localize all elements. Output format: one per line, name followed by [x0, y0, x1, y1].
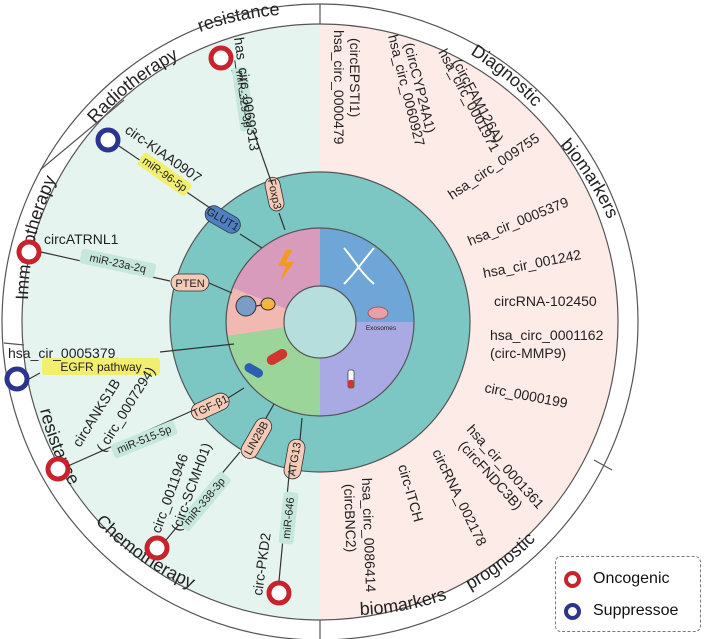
- biomarker-label: (circ-MMP9): [490, 345, 566, 361]
- biomarker-label: (circBNC2): [341, 484, 359, 553]
- mediator-pten: PTEN: [170, 273, 210, 292]
- svg-text:ATG13: ATG13: [286, 441, 304, 477]
- suppressor-ring-icon: [95, 127, 121, 153]
- legend-suppressor-label: Suppressoe: [593, 602, 679, 619]
- egfr-pathway-pill: EGFR pathway: [42, 358, 160, 375]
- pill-icon: [244, 349, 288, 378]
- cell-icon: [235, 295, 276, 317]
- legend-oncogenic: Oncogenic: [564, 567, 670, 591]
- exosomes-label: Exosomes: [366, 325, 397, 332]
- suppressor-ring-icon: [564, 602, 581, 620]
- oncogenic-ring-icon: [16, 239, 42, 265]
- svg-text:EGFR pathway: EGFR pathway: [60, 360, 141, 374]
- legend-suppressor: Suppressoe: [564, 599, 678, 623]
- oncogenic-ring-icon: [45, 456, 71, 482]
- circ-label: hsa_cir_0005379: [8, 345, 116, 361]
- mediator-arrows: [159, 212, 303, 441]
- mediator-foxp3: Foxp3: [264, 176, 285, 212]
- mirna-pill-325: miR-325-3p: [232, 66, 255, 132]
- suppressor-ring-icon: [4, 366, 30, 392]
- tube-icon: [347, 369, 355, 389]
- oncogenic-ring-icon: [144, 535, 170, 561]
- mediator-atg13: ATG13: [283, 438, 306, 480]
- divider-diag-prog: [593, 459, 613, 471]
- center-hole: [283, 285, 357, 359]
- lightning-icon: [278, 250, 294, 282]
- oncogenic-ring-icon: [266, 580, 292, 606]
- biomarker-label: hsa_circ_0000479: [331, 30, 347, 145]
- oncogenic-ring-icon: [564, 570, 581, 588]
- divider-radio-immuno: [39, 99, 125, 171]
- biomarker-label: hsa_circ_0001162: [490, 327, 604, 343]
- legend-oncogenic-label: Oncogenic: [593, 570, 670, 587]
- svg-text:miR-646: miR-646: [281, 497, 297, 540]
- legend: Oncogenic Suppressoe: [555, 556, 701, 632]
- mirna-pill-646: miR-646: [278, 491, 299, 545]
- biomarker-label: (circEPSTI1): [347, 38, 363, 117]
- dna-icon: [343, 247, 375, 285]
- biomarker-label: hsa_circ_0086414: [359, 478, 379, 593]
- circ-label: circATRNL1: [44, 231, 119, 247]
- exosome-icon: [367, 306, 389, 320]
- divider-immuno-chemo: [3, 342, 25, 346]
- oncogenic-ring-icon: [208, 45, 234, 71]
- biomarker-label: circRNA-102450: [494, 293, 597, 309]
- mediator-lin28b: LIN28B: [240, 417, 273, 459]
- svg-text:PTEN: PTEN: [175, 278, 204, 290]
